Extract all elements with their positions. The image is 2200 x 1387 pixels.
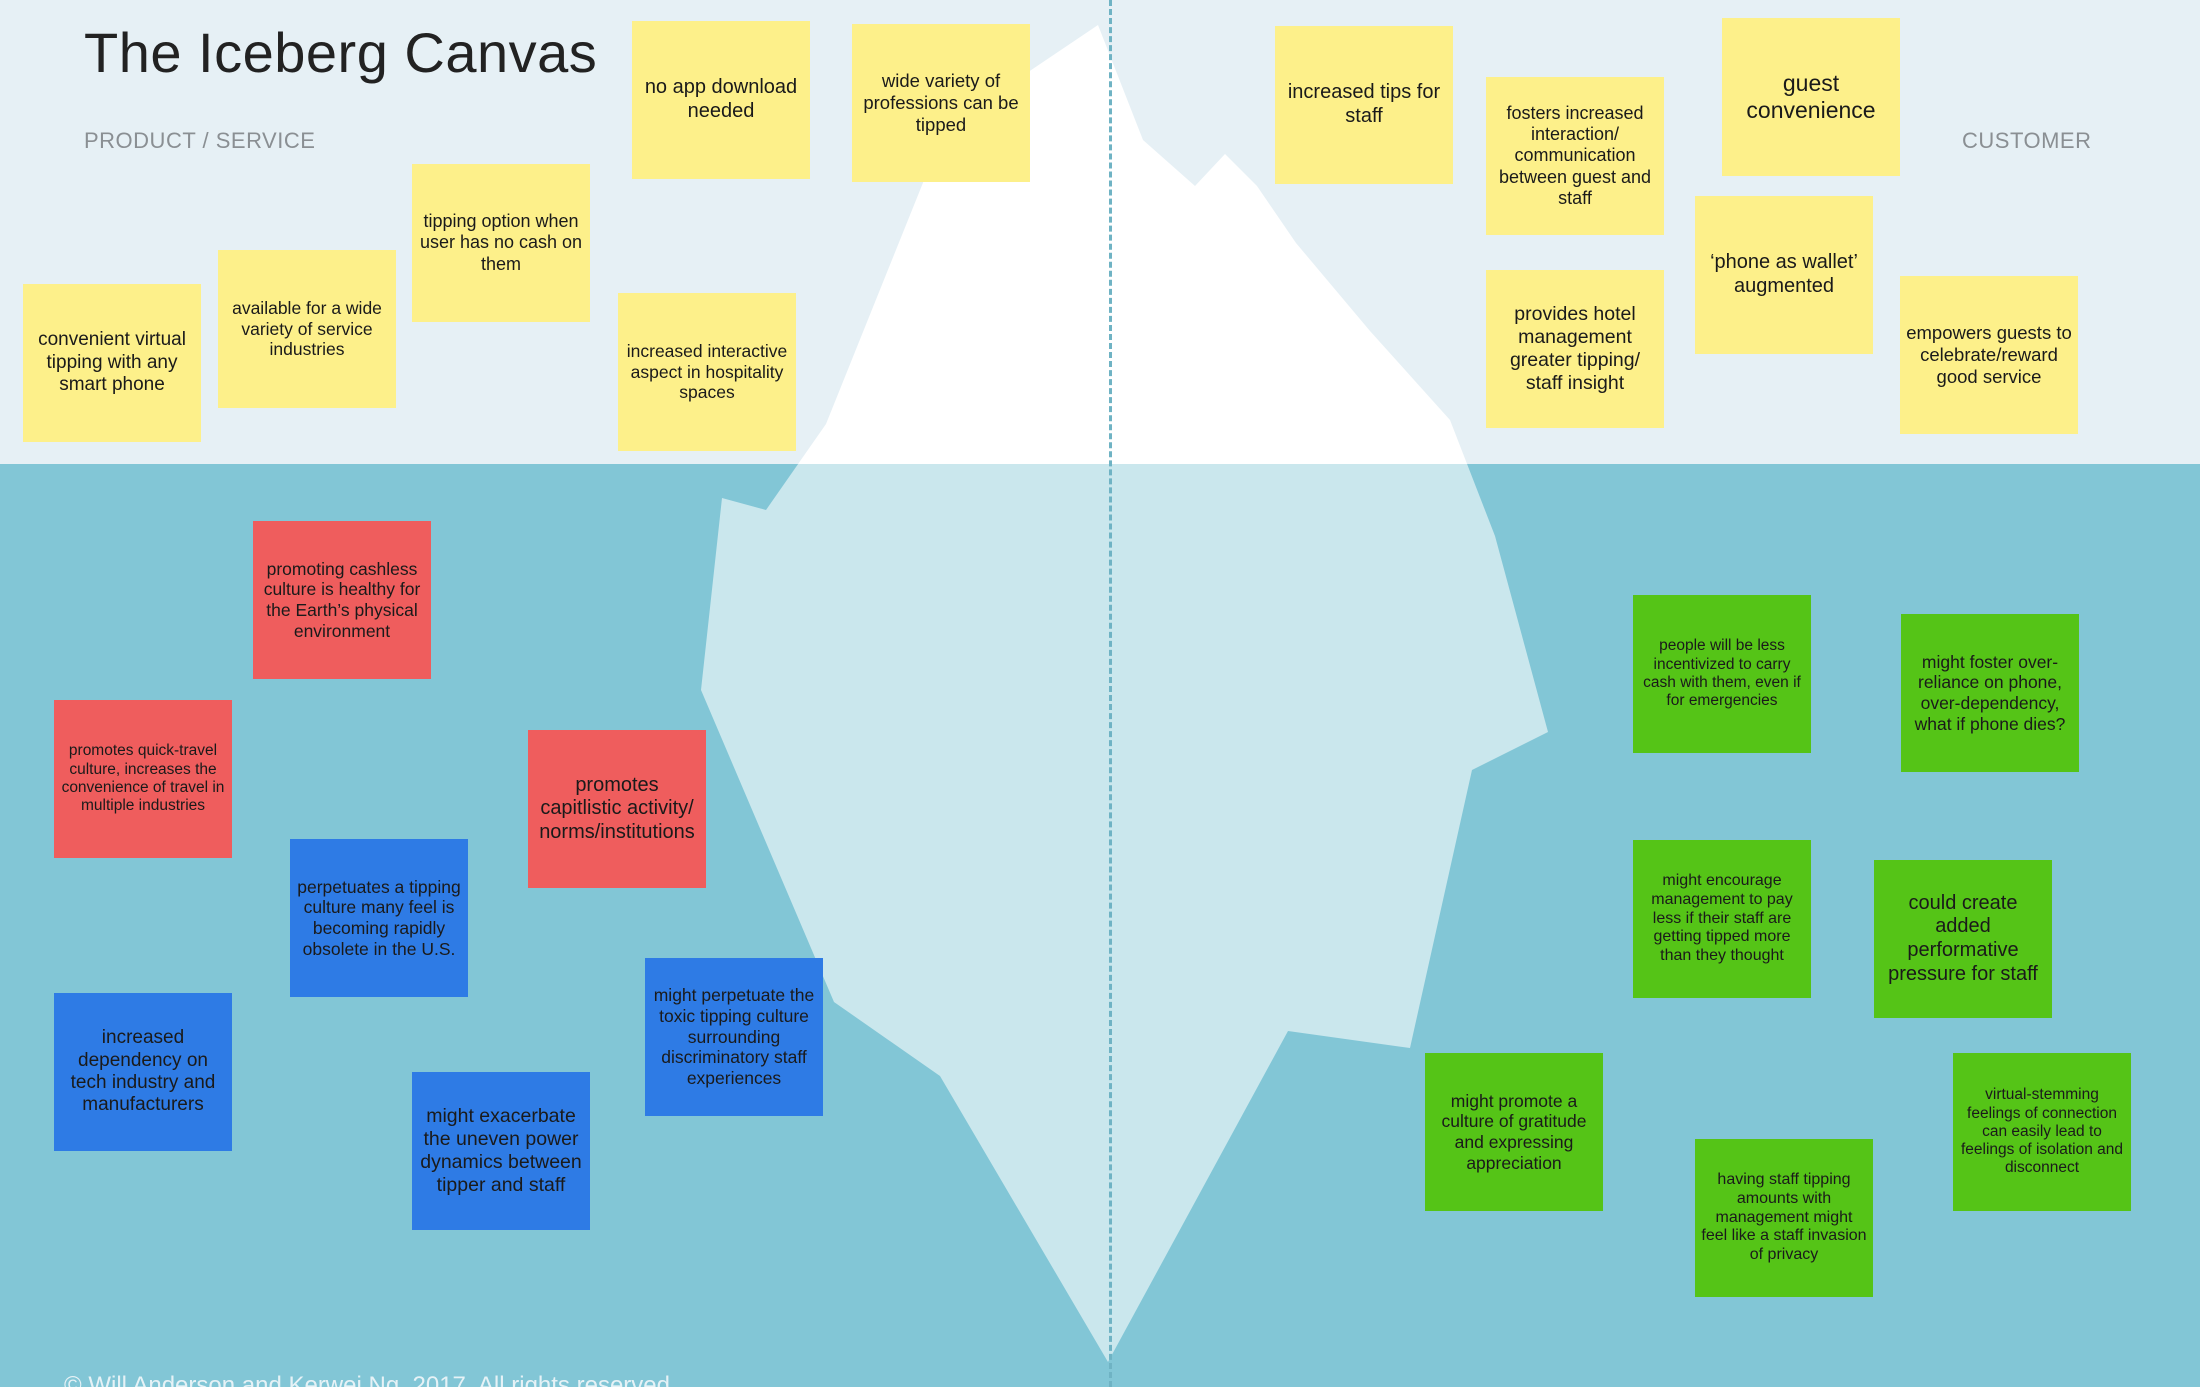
copyright-notice: © Will Anderson and Kerwei Ng, 2017. All… [64,1372,677,1387]
sticky-note-overreliance[interactable]: might foster over-reliance on phone, ove… [1901,614,2079,772]
sticky-note-professions[interactable]: wide variety of professions can be tippe… [852,24,1030,182]
sticky-note-no-app[interactable]: no app download needed [632,21,810,179]
sticky-note-isolation[interactable]: virtual-stemming feelings of connection … [1953,1053,2131,1211]
sticky-note-toxic-culture[interactable]: might perpetuate the toxic tipping cultu… [645,958,823,1116]
sticky-note-privacy[interactable]: having staff tipping amounts with manage… [1695,1139,1873,1297]
sticky-note-guest-convenience[interactable]: guest convenience [1722,18,1900,176]
sticky-note-empowers-guests[interactable]: empowers guests to celebrate/reward good… [1900,276,2078,434]
canvas-title: The Iceberg Canvas [84,21,598,84]
sticky-note-pay-less[interactable]: might encourage management to pay less i… [1633,840,1811,998]
center-divider [1109,0,1112,1387]
sticky-note-capitalistic[interactable]: promotes capitlistic activity/ norms/ins… [528,730,706,888]
customer-label: CUSTOMER [1962,128,2092,153]
sticky-note-performative[interactable]: could create added performative pressure… [1874,860,2052,1018]
sticky-note-increased-tips[interactable]: increased tips for staff [1275,26,1453,184]
sticky-note-power-dynamics[interactable]: might exacerbate the uneven power dynami… [412,1072,590,1230]
sticky-note-phone-wallet[interactable]: ‘phone as wallet’ augmented [1695,196,1873,354]
sticky-note-hotel-insight[interactable]: provides hotel management greater tippin… [1486,270,1664,428]
product-service-label: PRODUCT / SERVICE [84,128,316,153]
sticky-note-no-cash[interactable]: tipping option when user has no cash on … [412,164,590,322]
sticky-note-obsolete-culture[interactable]: perpetuates a tipping culture many feel … [290,839,468,997]
sticky-note-convenient-tipping[interactable]: convenient virtual tipping with any smar… [23,284,201,442]
sticky-note-quick-travel[interactable]: promotes quick-travel culture, increases… [54,700,232,858]
sticky-note-less-cash[interactable]: people will be less incentivized to carr… [1633,595,1811,753]
sticky-note-service-industries[interactable]: available for a wide variety of service … [218,250,396,408]
sticky-note-fosters-interaction[interactable]: fosters increased interaction/ communica… [1486,77,1664,235]
sticky-note-interactive-aspect[interactable]: increased interactive aspect in hospital… [618,293,796,451]
sticky-note-gratitude[interactable]: might promote a culture of gratitude and… [1425,1053,1603,1211]
sticky-note-tech-dependency[interactable]: increased dependency on tech industry an… [54,993,232,1151]
iceberg-below-water [701,464,1548,1362]
sticky-note-cashless-earth[interactable]: promoting cashless culture is healthy fo… [253,521,431,679]
